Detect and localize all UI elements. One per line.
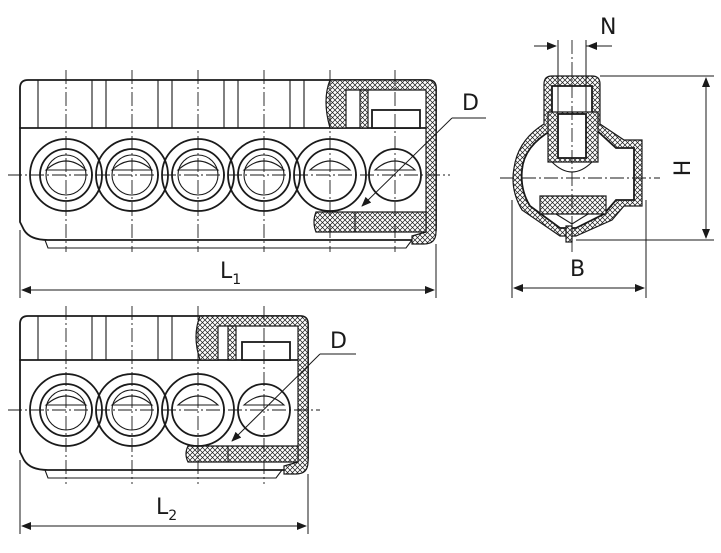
bottom-connector-view bbox=[8, 306, 356, 534]
length-l1-label: L1 bbox=[220, 259, 241, 288]
side-section-view bbox=[500, 40, 714, 298]
diameter-label-top: D bbox=[462, 91, 479, 116]
length-l2-label: L2 bbox=[156, 495, 177, 524]
slot-width-label: N bbox=[600, 15, 616, 40]
breadth-label: B bbox=[570, 257, 585, 282]
height-label: H bbox=[671, 160, 696, 177]
top-connector-view bbox=[8, 70, 486, 298]
diameter-label-bottom: D bbox=[330, 329, 347, 354]
